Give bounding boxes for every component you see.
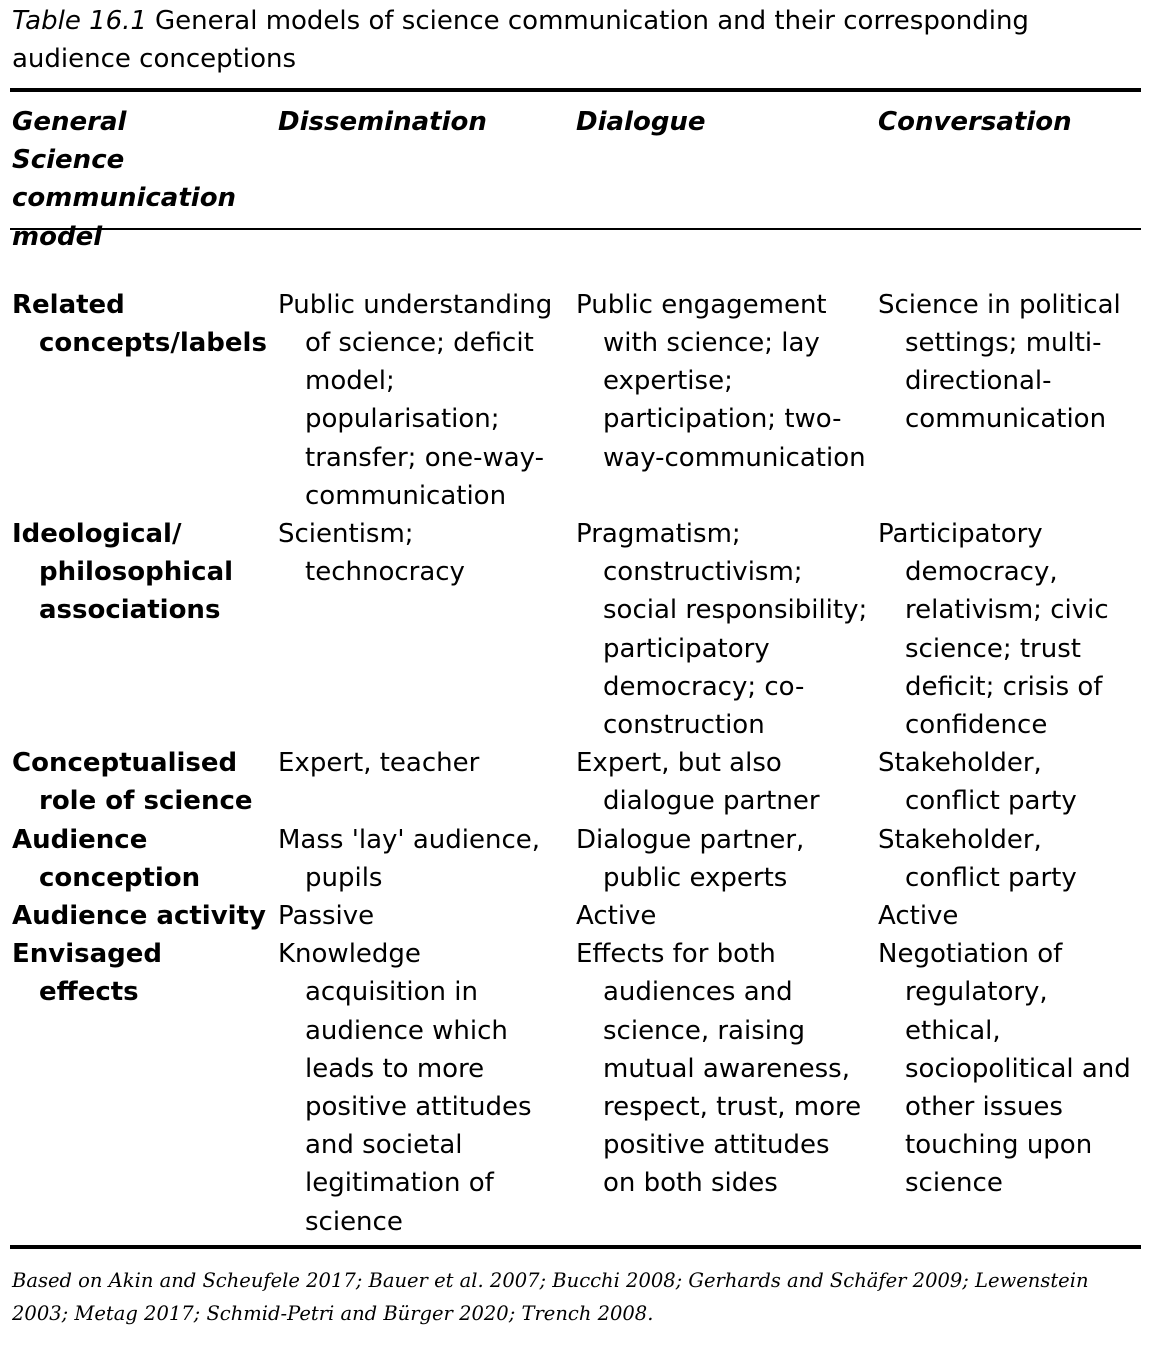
table-cell: Mass 'lay' audience, pupils <box>278 824 540 893</box>
row-label: Related concepts/labels <box>12 289 267 359</box>
table-cell: Passive <box>278 901 375 932</box>
table-row: Audience conception Mass 'lay' audience,… <box>10 821 1141 897</box>
table-number: Table 16.1 <box>12 6 147 36</box>
bottom-rule <box>10 1245 1141 1249</box>
row-label: Audience conception <box>12 824 201 893</box>
row-label: Audience activity <box>12 901 266 932</box>
table-cell: Stakeholder, conflict party <box>878 748 1077 817</box>
table-row: Related concepts/labels Public understan… <box>10 270 1141 515</box>
row-label: Conceptualised role of science <box>12 748 253 817</box>
table-header-row: General Science communication model Diss… <box>10 103 1141 270</box>
table-cell: Participatory democracy, relativism; civ… <box>878 519 1109 741</box>
science-communication-table: General Science communication model Diss… <box>10 103 1141 1241</box>
table-cell: Pragmatism; constructivism; social respo… <box>576 519 868 741</box>
header-rule <box>10 228 1141 230</box>
table-cell: Negotiation of regulatory, ethical, soci… <box>878 939 1131 1199</box>
table-cell: Expert, but also dialogue partner <box>576 748 820 817</box>
table-cell: Public understanding of science; deficit… <box>278 289 553 511</box>
table-row: Conceptualised role of science Expert, t… <box>10 744 1141 820</box>
table-source-note: Based on Akin and Scheufele 2017; Bauer … <box>12 1269 1089 1325</box>
column-header-dialogue: Dialogue <box>576 107 706 137</box>
table-cell: Effects for both audiences and science, … <box>576 939 862 1199</box>
column-header-model: General Science communication model <box>12 107 237 252</box>
table-title: General models of science communication … <box>12 6 1029 74</box>
table-cell: Stakeholder, conflict party <box>878 824 1077 893</box>
table-cell: Knowledge acquisition in audience which … <box>278 939 532 1237</box>
table-cell: Active <box>878 901 959 932</box>
table-row: Envisaged effects Knowledge acquisition … <box>10 935 1141 1241</box>
row-label: Ideological/ philosophical associations <box>12 519 234 626</box>
table-cell: Active <box>576 901 657 932</box>
table-cell: Science in political settings; multi-dir… <box>878 289 1121 435</box>
table-cell: Public engagement with science; lay expe… <box>576 289 866 473</box>
top-rule <box>10 88 1141 92</box>
table-cell: Scientism; technocracy <box>278 519 465 588</box>
table-cell: Dialogue partner, public experts <box>576 824 805 893</box>
column-header-dissemination: Dissemination <box>278 107 487 137</box>
column-header-conversation: Conversation <box>878 107 1072 137</box>
table-row: Audience activity Passive Active Active <box>10 897 1141 935</box>
table-row: Ideological/ philosophical associations … <box>10 515 1141 744</box>
row-label: Envisaged effects <box>12 939 163 1008</box>
table-cell: Expert, teacher <box>278 748 480 779</box>
